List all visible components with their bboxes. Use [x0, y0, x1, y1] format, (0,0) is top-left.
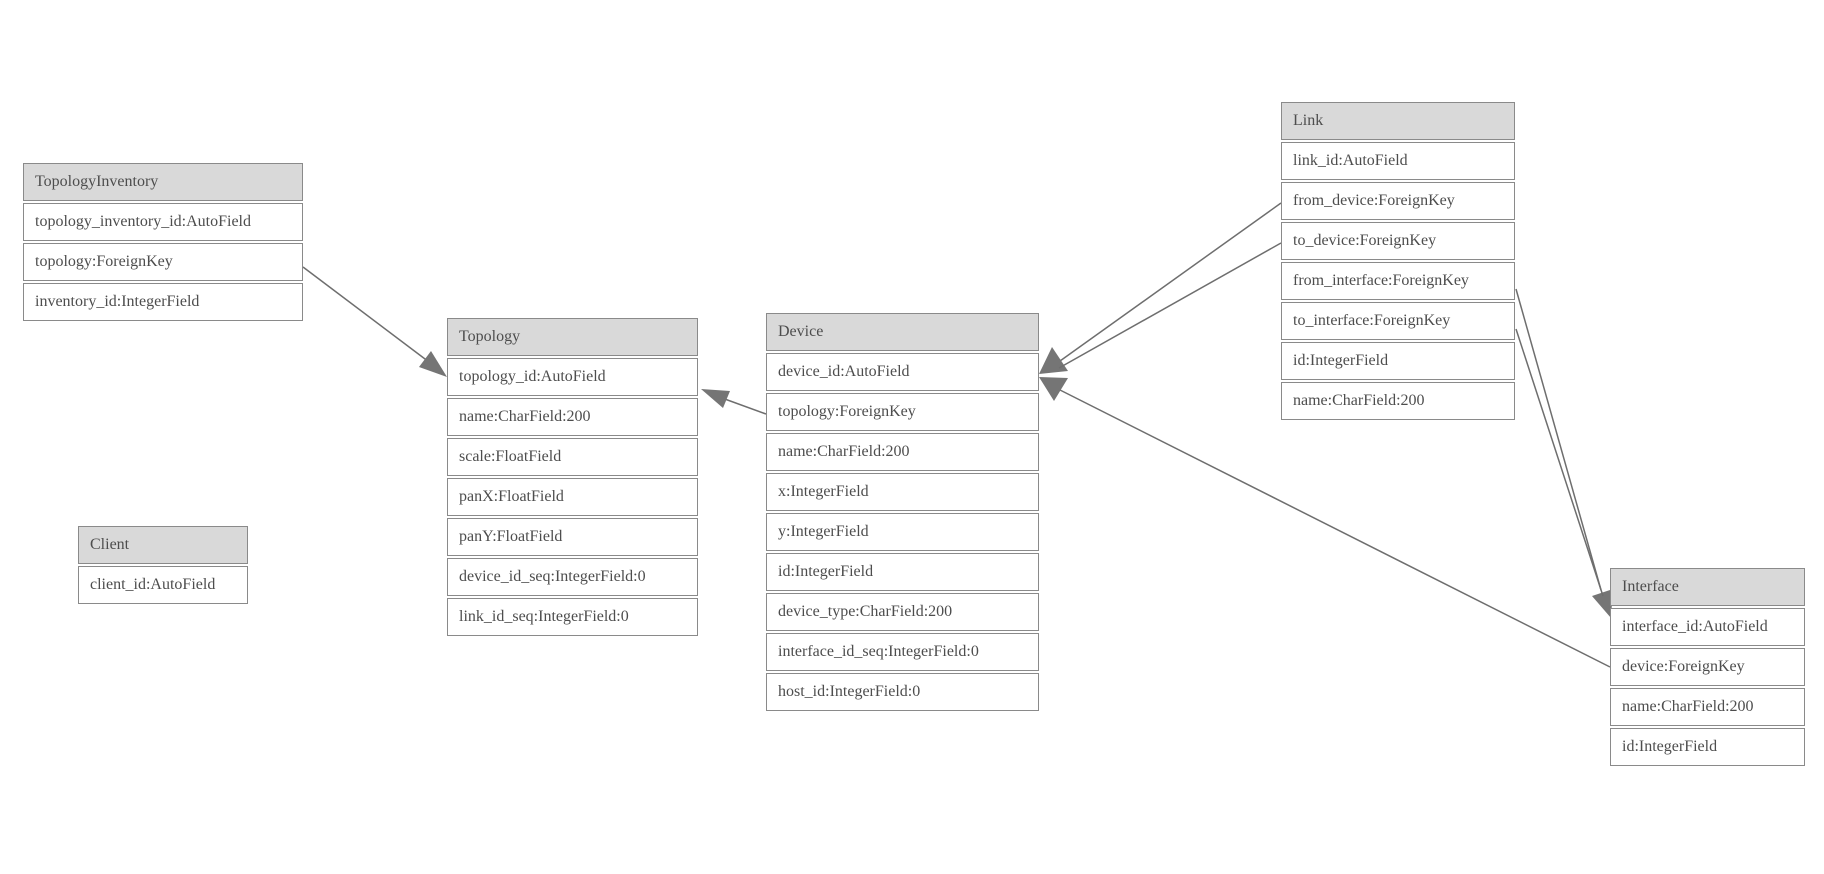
field-row: id:IntegerField — [1281, 342, 1515, 380]
field-row: scale:FloatField — [447, 438, 698, 476]
field-row: topology_id:AutoField — [447, 358, 698, 396]
field-row: to_device:ForeignKey — [1281, 222, 1515, 260]
field-row: name:CharField:200 — [447, 398, 698, 436]
field-row: device_id:AutoField — [766, 353, 1039, 391]
field-row: topology:ForeignKey — [23, 243, 303, 281]
relation-line — [302, 266, 430, 363]
field-row: to_interface:ForeignKey — [1281, 302, 1515, 340]
field-row: id:IntegerField — [766, 553, 1039, 591]
relation-arrowhead — [1039, 347, 1068, 374]
field-row: x:IntegerField — [766, 473, 1039, 511]
relation-line — [1515, 328, 1604, 597]
field-row: name:CharField:200 — [766, 433, 1039, 471]
field-row: id:IntegerField — [1610, 728, 1805, 766]
entity-title-topology-inventory: TopologyInventory — [23, 163, 303, 201]
relation-line — [1058, 242, 1282, 369]
field-row: device_id_seq:IntegerField:0 — [447, 558, 698, 596]
relation-line — [721, 397, 767, 415]
entity-title-topology: Topology — [447, 318, 698, 356]
field-row: device_type:CharField:200 — [766, 593, 1039, 631]
field-row: name:CharField:200 — [1610, 688, 1805, 726]
relation-arrowhead — [1039, 377, 1068, 401]
relation-arrowhead — [1592, 589, 1613, 618]
field-row: host_id:IntegerField:0 — [766, 673, 1039, 711]
relation-arrowhead — [419, 351, 447, 377]
field-row: from_interface:ForeignKey — [1281, 262, 1515, 300]
field-row: interface_id:AutoField — [1610, 608, 1805, 646]
relation-line — [1059, 389, 1611, 668]
field-row: inventory_id:IntegerField — [23, 283, 303, 321]
field-row: interface_id_seq:IntegerField:0 — [766, 633, 1039, 671]
entity-title-link: Link — [1281, 102, 1515, 140]
field-row: device:ForeignKey — [1610, 648, 1805, 686]
field-row: from_device:ForeignKey — [1281, 182, 1515, 220]
field-row: client_id:AutoField — [78, 566, 248, 604]
relation-arrowhead — [701, 389, 730, 408]
field-row: y:IntegerField — [766, 513, 1039, 551]
field-row: topology:ForeignKey — [766, 393, 1039, 431]
field-row: name:CharField:200 — [1281, 382, 1515, 420]
entity-title-interface: Interface — [1610, 568, 1805, 606]
field-row: panY:FloatField — [447, 518, 698, 556]
field-row: topology_inventory_id:AutoField — [23, 203, 303, 241]
entity-title-client: Client — [78, 526, 248, 564]
relation-line — [1515, 288, 1602, 591]
field-row: link_id_seq:IntegerField:0 — [447, 598, 698, 636]
field-row: link_id:AutoField — [1281, 142, 1515, 180]
relation-line — [1059, 202, 1282, 362]
entity-title-device: Device — [766, 313, 1039, 351]
field-row: panX:FloatField — [447, 478, 698, 516]
